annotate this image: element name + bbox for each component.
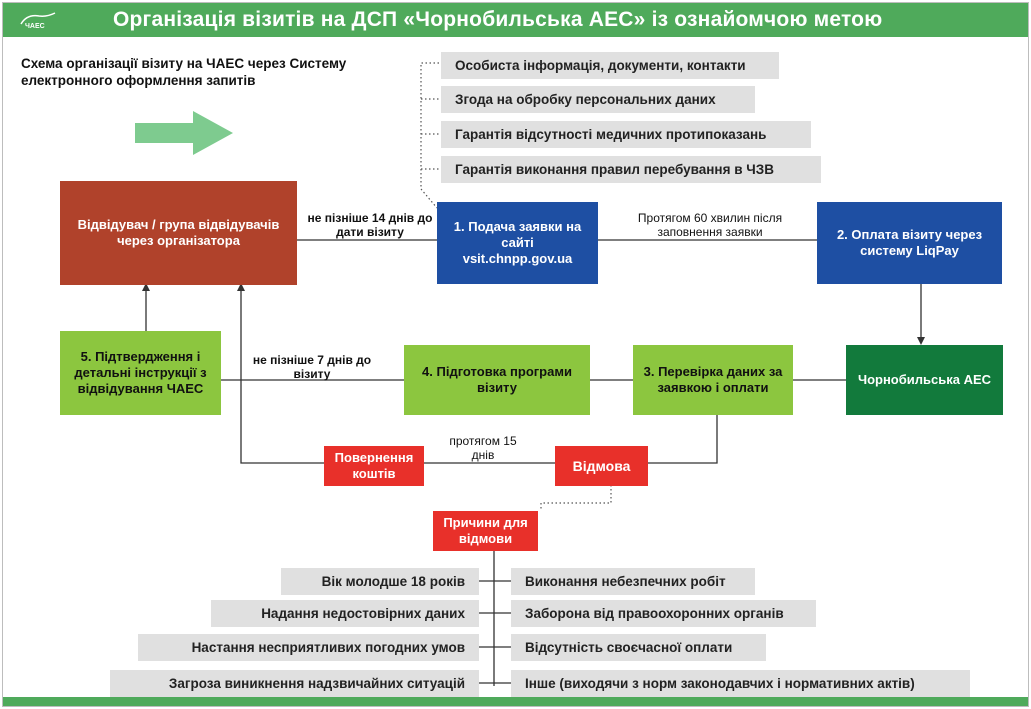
requirement-data-consent: Згода на обробку персональних даних: [441, 86, 755, 113]
step3-verification-box: 3. Перевірка даних за заявкою і оплати: [633, 345, 793, 415]
requirement-rules: Гарантія виконання правил перебування в …: [441, 156, 821, 183]
step2-payment-box: 2. Оплата візиту через систему LiqPay: [817, 202, 1002, 284]
note-7-days: не пізніше 7 днів до візиту: [252, 353, 372, 381]
refusal-reasons-box: Причини для відмови: [433, 511, 538, 551]
reason-false-data: Надання недостовірних даних: [211, 600, 479, 627]
connector-lines: [142, 62, 925, 686]
requirement-personal-info: Особиста інформація, документи, контакти: [441, 52, 779, 79]
chnpp-logo-icon: ЧАЕС: [20, 12, 56, 30]
reason-law-enforcement: Заборона від правоохоронних органів: [511, 600, 816, 627]
chnpp-box: Чорнобильська АЕС: [846, 345, 1003, 415]
scheme-heading: Схема організації візиту на ЧАЕС через С…: [21, 56, 347, 88]
step5-confirmation-box: 5. Підтвердження і детальні інструкції з…: [60, 331, 221, 415]
reason-age: Вік молодше 18 років: [281, 568, 479, 595]
header-bar: ЧАЕС Організація візитів на ДСП «Чорноби…: [3, 3, 1028, 37]
refund-box: Повернення коштів: [324, 446, 424, 486]
note-60-minutes: Протягом 60 хвилин після заповнення заяв…: [637, 211, 783, 239]
note-15-days: протягом 15 днів: [449, 434, 517, 462]
page-title: Організація візитів на ДСП «Чорнобильськ…: [113, 8, 883, 31]
reason-dangerous-works: Виконання небезпечних робіт: [511, 568, 755, 595]
step1-application-box: 1. Подача заявки на сайті vsit.chnpp.gov…: [437, 202, 598, 284]
reason-other: Інше (виходячи з норм законодавчих і нор…: [511, 670, 970, 697]
refusal-box: Відмова: [555, 446, 648, 486]
footer-bar: [3, 697, 1028, 706]
svg-text:ЧАЕС: ЧАЕС: [25, 23, 45, 30]
reason-late-payment: Відсутність своєчасної оплати: [511, 634, 766, 661]
reason-emergency: Загроза виникнення надзвичайних ситуацій: [110, 670, 479, 697]
step4-program-box: 4. Підготовка програми візиту: [404, 345, 590, 415]
visitor-box: Відвідувач / група відвідувачів через ор…: [60, 181, 297, 285]
requirement-medical: Гарантія відсутності медичних протипоказ…: [441, 121, 811, 148]
reason-weather: Настання несприятливих погодних умов: [138, 634, 479, 661]
right-arrow-icon: [135, 111, 233, 155]
note-14-days: не пізніше 14 днів до дати візиту: [307, 211, 433, 239]
